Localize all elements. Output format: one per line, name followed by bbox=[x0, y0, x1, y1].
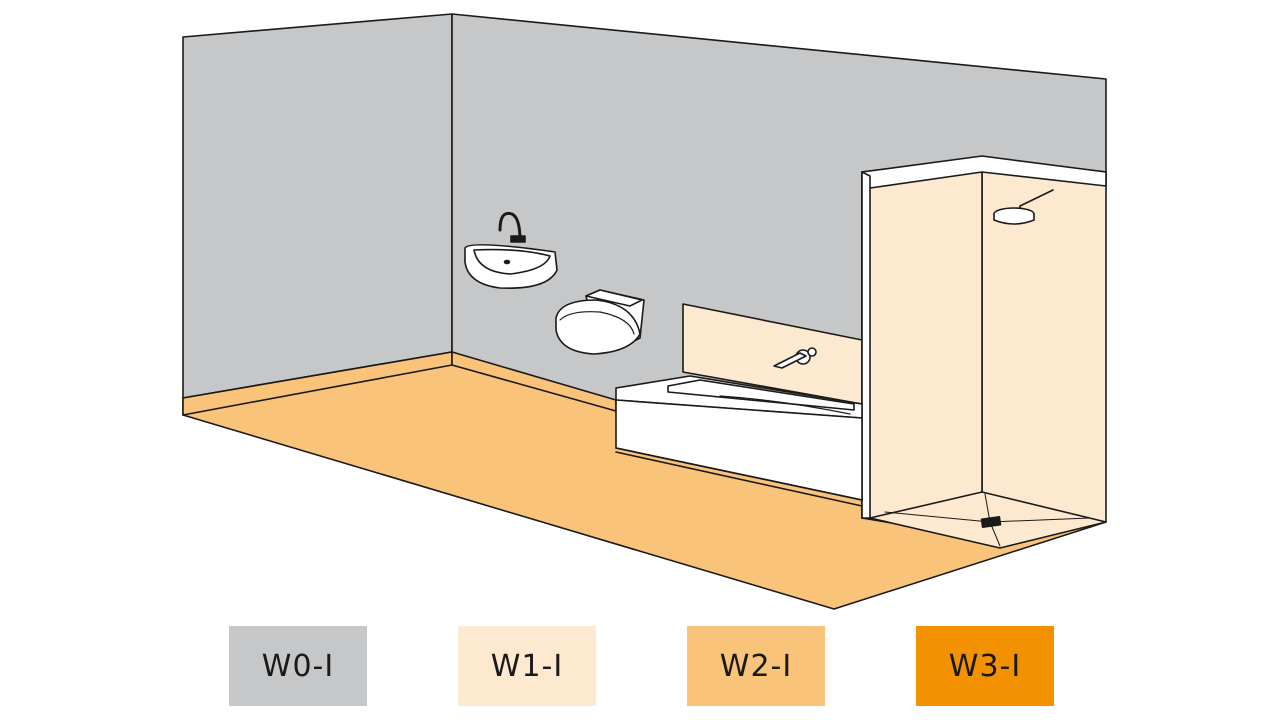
legend-label: W3-I bbox=[948, 648, 1022, 684]
legend-label: W2-I bbox=[719, 648, 793, 684]
legend-item-w3: W3-I bbox=[916, 626, 1054, 706]
bathtub-icon bbox=[615, 375, 863, 507]
legend: W0-I W1-I W2-I W3-I bbox=[0, 626, 1280, 706]
floor-drain-icon bbox=[980, 515, 1002, 529]
shower-side-wall bbox=[861, 157, 983, 539]
legend-item-w1: W1-I bbox=[458, 626, 596, 706]
legend-item-w2: W2-I bbox=[687, 626, 825, 706]
left-wall bbox=[182, 13, 453, 399]
legend-item-w0: W0-I bbox=[229, 626, 367, 706]
toilet-icon bbox=[555, 289, 645, 355]
legend-label: W1-I bbox=[490, 648, 564, 684]
shower-wall-edge bbox=[861, 171, 871, 519]
legend-label: W0-I bbox=[261, 648, 335, 684]
washbasin-icon bbox=[464, 211, 558, 289]
bath-faucet-icon bbox=[773, 347, 817, 369]
